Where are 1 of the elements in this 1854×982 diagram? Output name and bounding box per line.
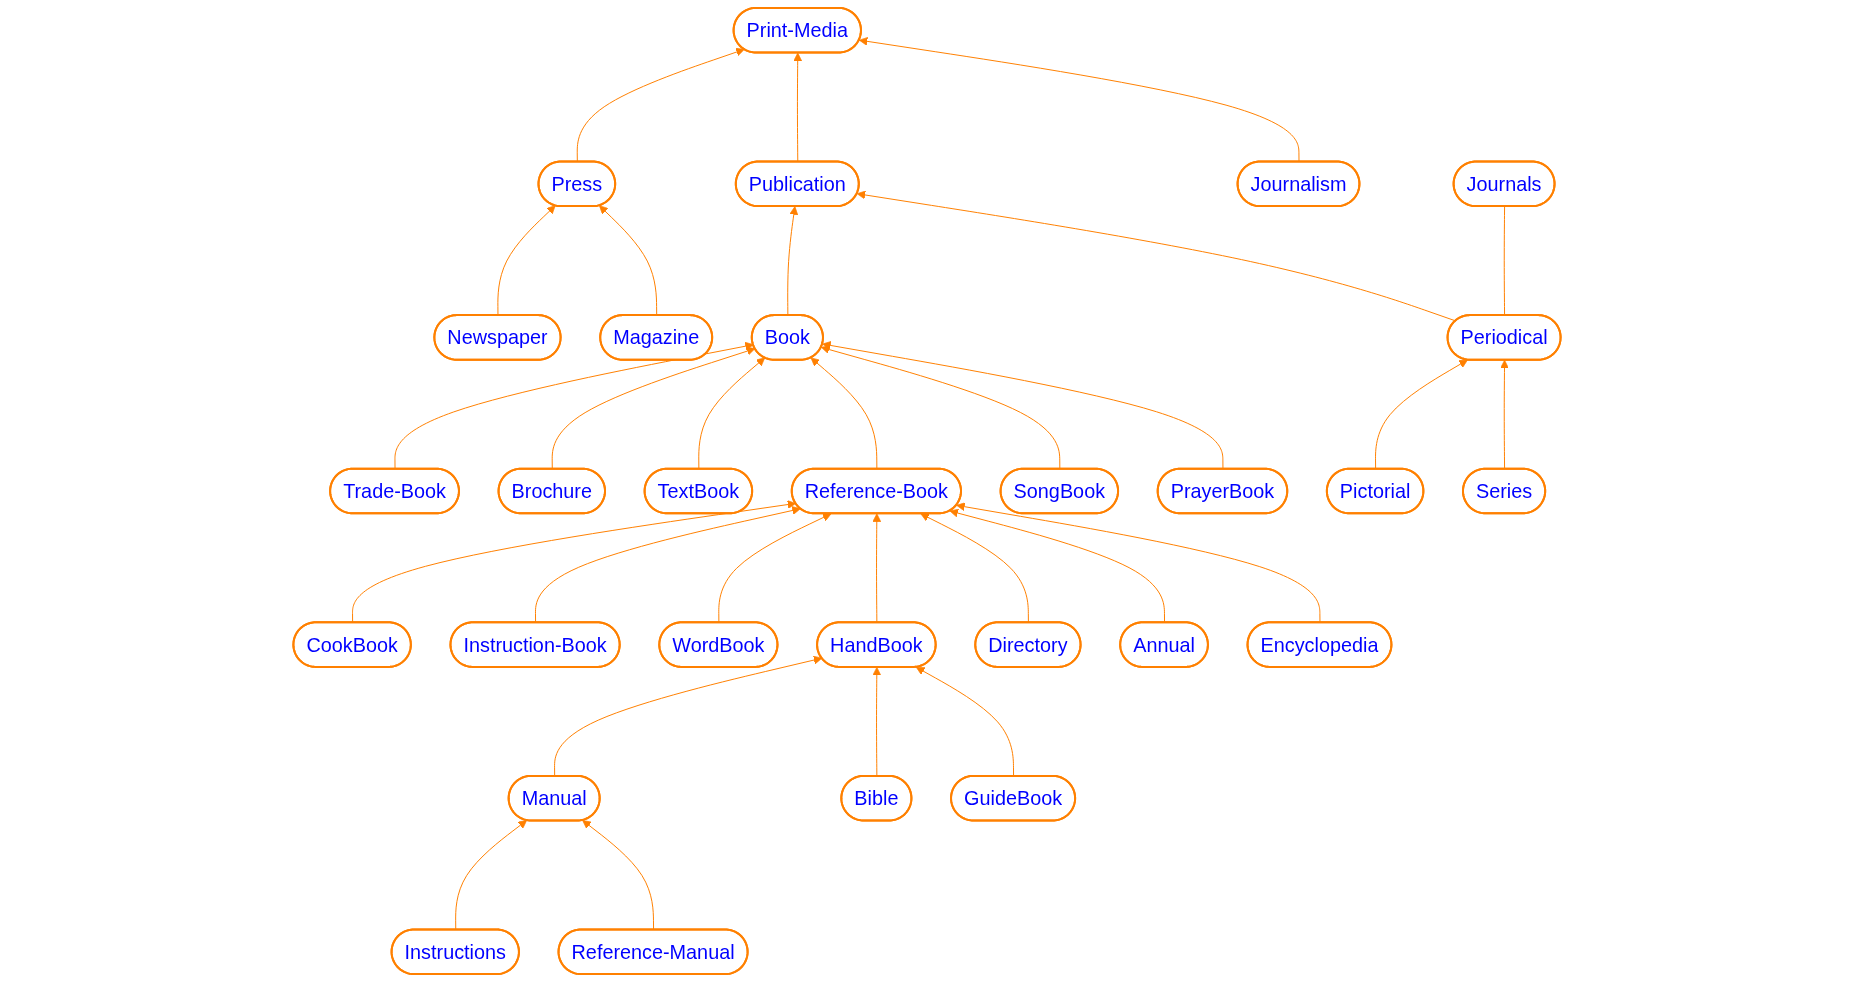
connector [1503, 206, 1506, 317]
